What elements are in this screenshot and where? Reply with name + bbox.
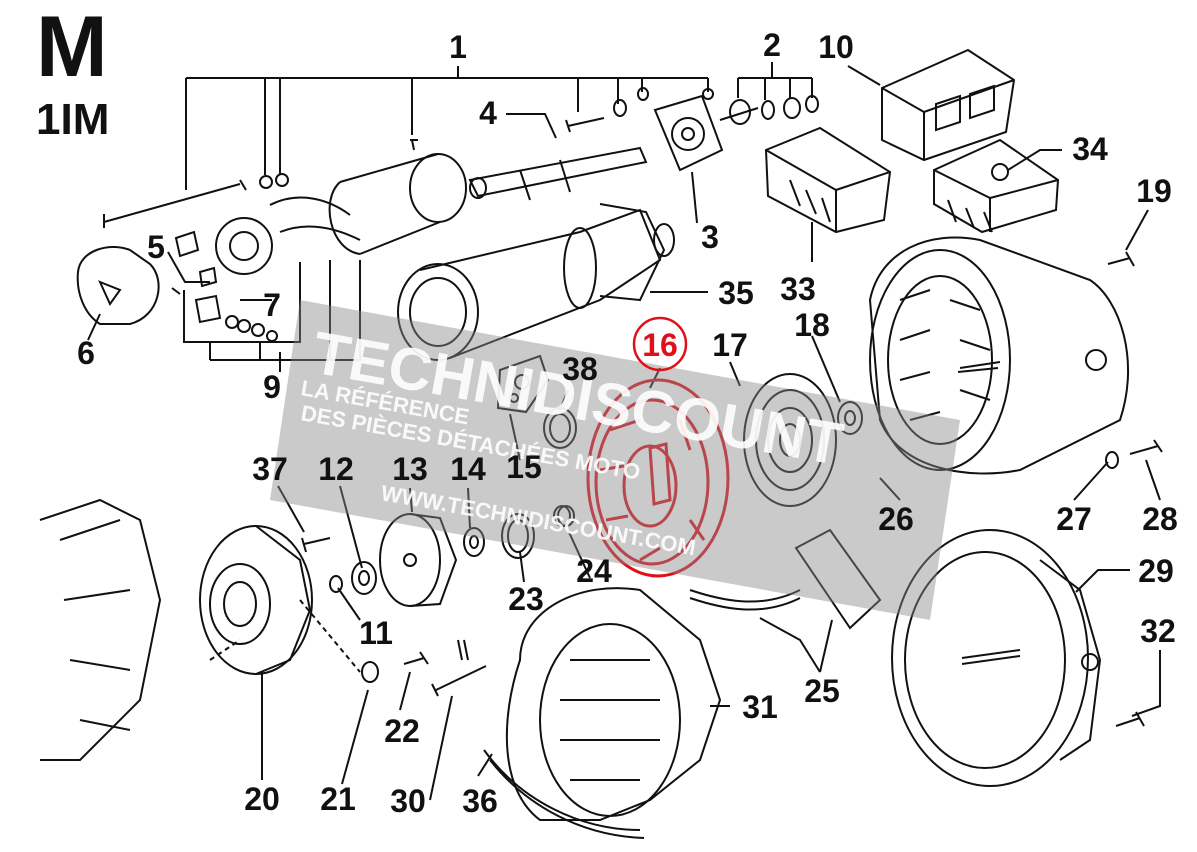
part-spring-23-24 (501, 505, 575, 559)
callout-30: 30 (390, 783, 426, 819)
callout-16: 16 (642, 327, 678, 363)
callout-26: 26 (878, 501, 914, 537)
part-rotor-20 (199, 525, 313, 675)
part-end-cover-3 (653, 94, 724, 172)
watermark: TECHNIDISCOUNT LA RÉFÉRENCE DES PIÈCES D… (270, 300, 960, 620)
part-starter-35 (397, 203, 675, 361)
callout-6: 6 (77, 335, 95, 371)
callout-3: 3 (701, 219, 719, 255)
part-brushes-7 (171, 287, 278, 342)
part-screw-19 (1107, 251, 1135, 267)
callout-21: 21 (320, 781, 356, 817)
callout-15: 15 (506, 449, 542, 485)
part-gasket-15 (496, 354, 550, 414)
callout-31: 31 (742, 689, 778, 725)
diagram-letter: M (36, 0, 108, 95)
part-bolt-30 (431, 639, 487, 697)
part-small-nuts (259, 139, 418, 189)
part-washer-18 (837, 401, 863, 435)
part-screw-37 (301, 537, 331, 553)
callout-10: 10 (818, 29, 854, 65)
callout-29: 29 (1138, 553, 1174, 589)
callout-33: 33 (780, 271, 816, 307)
callout-37: 37 (252, 451, 288, 487)
callout-18: 18 (794, 307, 830, 343)
callout-36: 36 (462, 783, 498, 819)
part-belt-36 (483, 749, 645, 839)
callout-32: 32 (1140, 613, 1176, 649)
callout-4: 4 (479, 95, 497, 131)
callout-13: 13 (392, 451, 428, 487)
callout-20: 20 (244, 781, 280, 817)
part-regulator-34 (933, 138, 1060, 234)
part-armature (468, 146, 648, 201)
callout-2: 2 (763, 27, 781, 63)
callout-1: 1 (449, 29, 467, 65)
part-bolts-1-2 (565, 87, 819, 133)
callout-27: 27 (1056, 501, 1092, 537)
part-flywheel-cover-17 (743, 373, 837, 507)
callout-7: 7 (263, 287, 281, 323)
callout-11: 11 (359, 615, 393, 651)
part-long-bolt (103, 179, 247, 228)
part-screw-32 (1115, 711, 1145, 727)
callout-25: 25 (804, 673, 840, 709)
callout-34: 34 (1072, 131, 1108, 167)
callout-labels: 1 2 3 4 5 6 7 9 10 11 12 13 14 15 16 17 … (77, 27, 1178, 819)
part-clip-38 (543, 407, 577, 449)
part-wire-clamp-25 (689, 528, 882, 630)
callout-38: 38 (562, 351, 598, 387)
callout-28: 28 (1142, 501, 1178, 537)
part-dynamo-body (269, 153, 467, 255)
part-pulley-6 (76, 246, 160, 325)
part-fan-left (39, 498, 162, 761)
diagram-subtitle: 1IM (36, 95, 110, 144)
callout-17: 17 (712, 327, 748, 363)
callout-9: 9 (263, 369, 281, 405)
leader-lines (87, 62, 1161, 801)
part-washers-11-21-screw-22 (329, 575, 429, 683)
part-regulator-33 (764, 126, 892, 234)
part-housing-26 (868, 236, 1129, 475)
callout-14: 14 (450, 451, 486, 487)
part-regulator-10 (881, 48, 1016, 162)
callout-5: 5 (147, 229, 165, 265)
callout-24: 24 (576, 553, 612, 589)
callout-35: 35 (718, 275, 754, 311)
callout-16-highlight-ring (632, 316, 688, 372)
part-washer-27-screw-28 (1105, 439, 1163, 469)
part-stator-16 (586, 378, 730, 578)
callout-19: 19 (1136, 173, 1172, 209)
callout-12: 12 (318, 451, 354, 487)
part-brush-plate-5 (174, 217, 273, 288)
callout-22: 22 (384, 713, 420, 749)
callout-23: 23 (508, 581, 544, 617)
part-shroud-31 (505, 587, 722, 821)
part-washers-12-14 (351, 527, 485, 595)
part-cam-13 (379, 513, 458, 607)
part-cover-29 (891, 529, 1102, 787)
